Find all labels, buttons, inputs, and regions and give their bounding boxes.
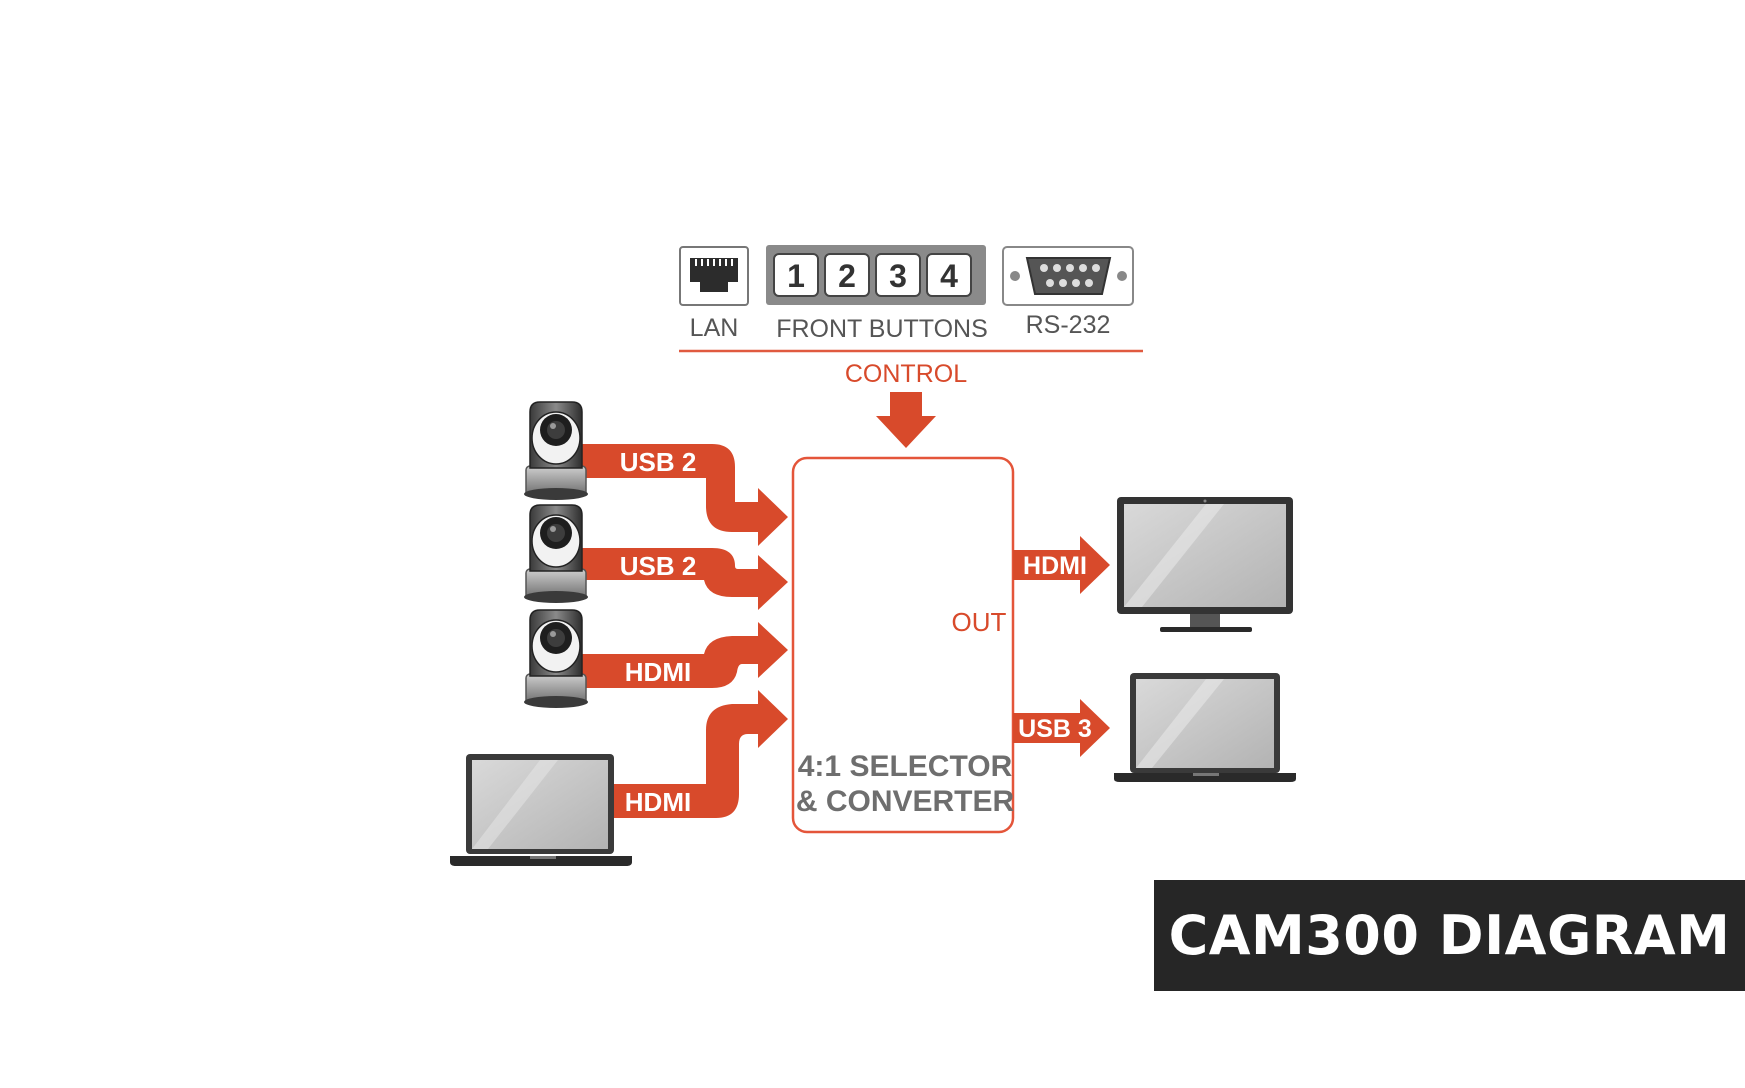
control-arrow	[876, 392, 936, 448]
caption-banner: CAM300 DIAGRAM	[1154, 880, 1745, 991]
input-arrow-2	[580, 548, 788, 610]
ptz-camera-icon	[523, 504, 589, 604]
input-arrows	[580, 444, 788, 818]
front-button-2: 2	[824, 253, 870, 297]
output-arrow-1	[1013, 536, 1110, 594]
output-arrow-2	[1013, 699, 1110, 757]
diagram-title: CAM300 DIAGRAM	[1168, 904, 1731, 967]
input-label-1: USB 2	[620, 447, 697, 477]
front-button-label: 2	[838, 258, 856, 294]
output-label-2: USB 3	[1018, 715, 1092, 743]
block-title-line2: & CONVERTER	[796, 785, 1015, 818]
ethernet-port-icon	[679, 246, 749, 306]
rs232-label: RS-232	[1026, 311, 1111, 339]
db9-serial-port-icon	[1002, 246, 1134, 306]
front-button-3: 3	[875, 253, 921, 297]
input-arrow-1	[580, 444, 788, 546]
output-arrows	[1013, 536, 1110, 757]
input-arrow-3	[580, 622, 788, 688]
ptz-camera-icon	[523, 609, 589, 709]
front-button-4: 4	[926, 253, 972, 297]
output-label-1: HDMI	[1023, 552, 1087, 580]
block-title-line1: 4:1 SELECTOR	[798, 750, 1013, 783]
front-button-1: 1	[773, 253, 819, 297]
monitor-icon	[1117, 497, 1293, 632]
input-label-2: USB 2	[620, 551, 697, 581]
front-button-label: 4	[940, 258, 958, 294]
ptz-camera-icon	[524, 401, 588, 500]
front-button-label: 3	[889, 258, 907, 294]
front-button-label: 1	[787, 258, 805, 294]
input-label-4: HDMI	[625, 787, 691, 817]
input-label-3: HDMI	[625, 657, 691, 687]
out-label: OUT	[952, 607, 1007, 637]
selector-converter-block: 4:1 SELECTOR & CONVERTER	[791, 456, 1015, 834]
control-label: CONTROL	[845, 360, 967, 388]
lan-label: LAN	[690, 314, 739, 342]
laptop-icon	[450, 754, 632, 866]
front-buttons-label: FRONT BUTTONS	[776, 315, 988, 343]
laptop-icon	[1114, 673, 1296, 782]
input-arrow-4	[612, 690, 788, 818]
